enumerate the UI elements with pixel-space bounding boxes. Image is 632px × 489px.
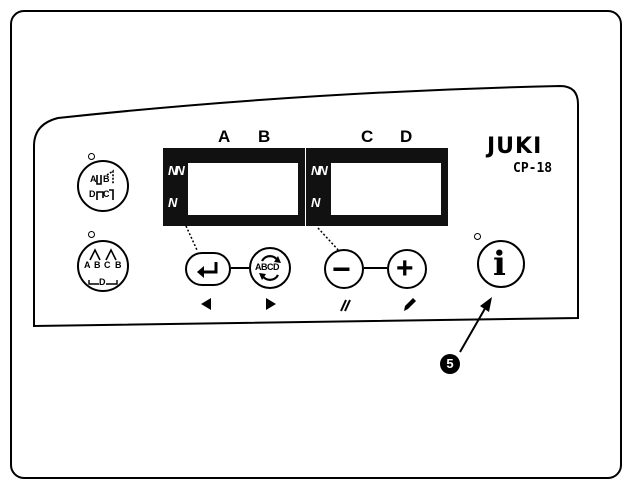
info-button[interactable]: i xyxy=(477,240,525,288)
pattern-1-label-d: D xyxy=(89,189,96,199)
pattern-key-1[interactable]: A B C D xyxy=(77,160,129,212)
enter-return-icon xyxy=(197,262,218,278)
zigzag-single-icon: N xyxy=(311,195,321,210)
plus-icon: + xyxy=(396,252,414,285)
info-icon: i xyxy=(493,244,506,284)
label-d: D xyxy=(400,127,413,146)
juki-logo: JUKI xyxy=(487,134,543,159)
pattern-2-label-d: D xyxy=(99,277,106,287)
triangle-left-icon xyxy=(201,298,211,310)
model-name: CP-18 xyxy=(513,161,553,176)
led-pattern-1 xyxy=(88,153,95,160)
label-c: C xyxy=(361,127,374,146)
minus-icon: − xyxy=(332,251,351,287)
pencil-icon xyxy=(404,298,416,311)
plus-button[interactable]: + xyxy=(387,249,427,289)
callout-number: 5 xyxy=(440,354,460,374)
abcd-cycle-icon xyxy=(259,255,281,281)
abcd-text: ABCD xyxy=(255,262,280,272)
label-a: A xyxy=(218,127,231,146)
led-pattern-2 xyxy=(88,231,95,238)
double-slash-icon xyxy=(340,299,351,312)
pattern-1-label-a: A xyxy=(90,174,97,184)
abcd-cycle-button[interactable]: ABCD xyxy=(249,247,291,289)
pattern-key-2[interactable]: A B C B D xyxy=(77,240,129,292)
display-left: NN N xyxy=(163,148,305,226)
pattern-2-label-a: A xyxy=(84,260,91,270)
pattern-2-label-b2: B xyxy=(115,260,122,270)
pattern-2-label-c: C xyxy=(104,260,111,270)
pattern-1-icon xyxy=(96,169,114,200)
led-info xyxy=(474,233,481,240)
enter-button[interactable] xyxy=(185,252,231,286)
display-right: NN N xyxy=(306,148,448,226)
minus-button[interactable]: − xyxy=(324,249,364,289)
display-left-screen xyxy=(187,162,299,216)
zigzag-single-icon: N xyxy=(168,195,178,210)
triangle-right-icon xyxy=(266,298,276,310)
display-right-screen xyxy=(330,162,442,216)
label-b: B xyxy=(258,127,271,146)
pattern-1-label-b: B xyxy=(103,174,110,184)
zigzag-multi-icon: NN xyxy=(168,163,185,178)
zigzag-multi-icon: NN xyxy=(311,163,328,178)
pattern-1-label-c: C xyxy=(103,189,110,199)
pattern-2-label-b: B xyxy=(94,260,101,270)
figure-frame xyxy=(10,10,622,479)
